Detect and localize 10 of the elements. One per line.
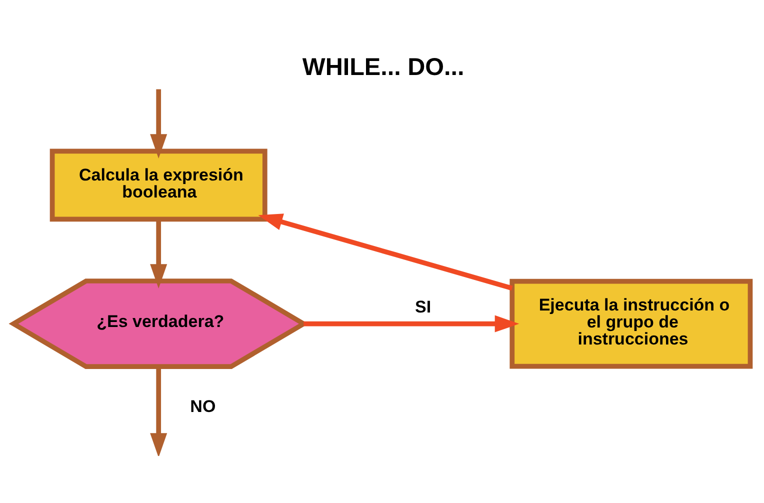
node-box: Calcula la expresión booleana	[50, 148, 268, 222]
arrow	[258, 214, 513, 291]
diagram-title: WHILE... DO...	[302, 54, 464, 81]
edge-label: NO	[190, 397, 216, 416]
arrow	[304, 315, 520, 332]
arrow	[150, 89, 168, 158]
arrow	[150, 219, 168, 288]
node-box: Ejecuta la instrucción o el grupo de instrucciones	[510, 278, 753, 369]
edge-label: SI	[415, 297, 432, 316]
arrow	[150, 366, 168, 456]
